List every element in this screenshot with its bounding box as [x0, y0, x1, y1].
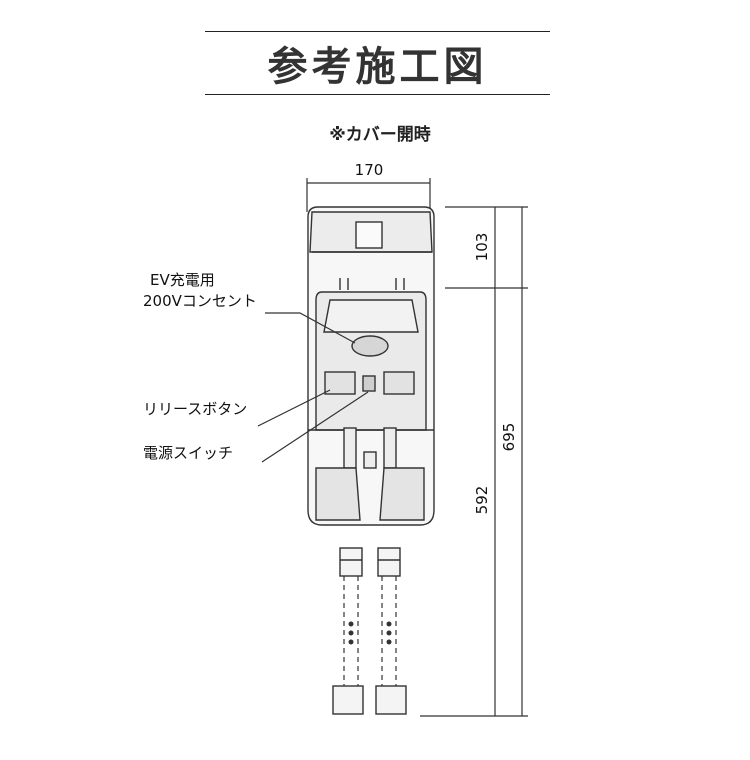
page-title: 参考施工図	[267, 44, 488, 90]
title-frame: 参考施工図	[205, 31, 550, 95]
release-button-right	[383, 371, 415, 395]
leader-release	[257, 389, 331, 427]
charger-body	[307, 206, 435, 526]
subtitle: ※カバー開時	[329, 125, 431, 145]
dim-total-label: 695	[500, 423, 518, 452]
dim-top-label: 103	[473, 233, 491, 262]
power-switch	[362, 375, 376, 392]
outlet-socket	[351, 335, 389, 357]
dim-lower-label: 592	[473, 486, 491, 515]
label-outlet-line1: EV充電用	[150, 271, 215, 289]
stand-legs	[332, 547, 407, 715]
leader-switch	[261, 391, 369, 463]
label-release-button: リリースボタン	[143, 400, 247, 418]
release-button-left	[324, 371, 356, 395]
label-outlet-line2: 200Vコンセント	[143, 292, 257, 310]
dim-width-label: 170	[355, 161, 384, 179]
label-power-switch: 電源スイッチ	[143, 444, 233, 462]
leader-outlet	[265, 312, 356, 344]
